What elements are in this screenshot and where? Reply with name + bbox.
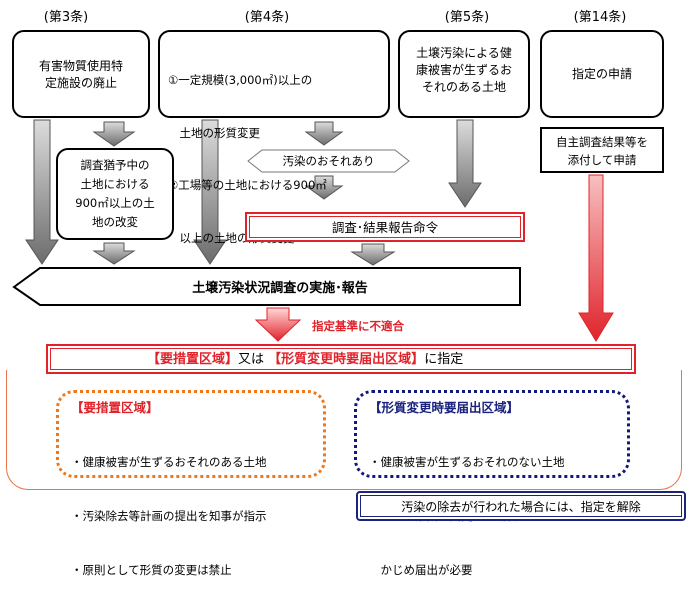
measure-zone-title: 【要措置区域】 bbox=[71, 400, 159, 415]
article-5-line-3: それのある土地 bbox=[421, 80, 506, 94]
nonconform-label: 指定基準に不適合 bbox=[312, 319, 404, 333]
survey-order-box: 調査･結果報告命令 bbox=[245, 212, 525, 242]
designation-tail: に指定 bbox=[424, 352, 464, 367]
arrow-art14-red bbox=[578, 174, 614, 342]
measure-zone-item-2: ・汚染除去等計画の提出を知事が指示 bbox=[71, 509, 267, 523]
arrow-order-down bbox=[350, 243, 396, 266]
arrow-art4-short2 bbox=[304, 175, 344, 200]
implementation-text: 土壌汚染状況調査の実施･報告 bbox=[192, 281, 368, 296]
arrow-art4-long bbox=[193, 119, 227, 265]
notice-zone-title: 【形質変更時要届出区域】 bbox=[369, 400, 520, 415]
designation-bar: 【要措置区域】又は 【形質変更時要届出区域】に指定 bbox=[46, 344, 636, 374]
release-note-text: 汚染の除去が行われた場合には、指定を解除 bbox=[360, 495, 682, 517]
self-survey-box: 自主調査結果等を 添付して申請 bbox=[540, 127, 664, 173]
header-article-5: (第5条) bbox=[444, 10, 490, 25]
suspended-line-4: 地の改変 bbox=[92, 215, 138, 229]
notice-zone-item-1: ・健康被害が生ずるおそれのない土地 bbox=[369, 455, 565, 469]
article-5-line-2: 康被害が生ずるお bbox=[415, 63, 512, 77]
release-note-box: 汚染の除去が行われた場合には、指定を解除 bbox=[356, 491, 686, 521]
article-4-line-3: ②工場等の土地における900㎡ bbox=[168, 178, 327, 192]
diagram-graphics bbox=[12, 119, 614, 342]
arrow-suspended-down bbox=[92, 242, 136, 265]
measure-zone-item-1: ・健康被害が生ずるおそれのある土地 bbox=[71, 455, 267, 469]
article-3-line-2: 定施設の廃止 bbox=[44, 76, 117, 90]
zones-container bbox=[6, 370, 682, 490]
notice-zone-box: 【形質変更時要届出区域】 ・健康被害が生ずるおそれのない土地 ・土地の形質を変更… bbox=[354, 390, 630, 577]
arrow-art3-long bbox=[25, 119, 59, 265]
article-5-box: 土壌汚染による健 康被害が生ずるお それのある土地 bbox=[398, 30, 530, 118]
article-4-line-2: 土地の形質変更 bbox=[168, 125, 260, 140]
article-14-box: 指定の申請 bbox=[540, 30, 664, 118]
contamination-risk-label: 汚染のおそれあり bbox=[282, 154, 375, 168]
notice-zone-item-3: かじめ届出が必要 bbox=[369, 563, 473, 577]
suspended-survey-box: 調査猶予中の 土地における 900㎡以上の土 地の改変 bbox=[56, 148, 174, 240]
header-article-14: (第14条) bbox=[573, 10, 627, 25]
contamination-risk-shape bbox=[247, 149, 410, 173]
header-article-4: (第4条) bbox=[244, 10, 290, 25]
measure-zone-item-3: ・原則として形質の変更は禁止 bbox=[71, 563, 232, 577]
article-14-text: 指定の申請 bbox=[571, 67, 632, 81]
header-article-3: (第3条) bbox=[43, 10, 89, 25]
arrow-art3-short bbox=[92, 121, 136, 147]
arrow-nonconform bbox=[254, 307, 302, 342]
article-4-box: ①一定規模(3,000㎡)以上の 土地の形質変更 ②工場等の土地における900㎡… bbox=[158, 30, 390, 245]
survey-order-text: 調査･結果報告命令 bbox=[249, 216, 521, 238]
article-4-line-1: ①一定規模(3,000㎡)以上の bbox=[168, 73, 313, 87]
designation-zone2: 【形質変更時要届出区域】 bbox=[268, 352, 425, 367]
article-3-line-1: 有害物質使用特 bbox=[38, 59, 123, 73]
measure-zone-box: 【要措置区域】 ・健康被害が生ずるおそれのある土地 ・汚染除去等計画の提出を知事… bbox=[56, 390, 326, 577]
designation-content: 【要措置区域】又は 【形質変更時要届出区域】に指定 bbox=[50, 348, 632, 370]
article-3-box: 有害物質使用特 定施設の廃止 bbox=[12, 30, 150, 118]
article-5-line-1: 土壌汚染による健 bbox=[416, 46, 512, 60]
implementation-bar bbox=[12, 267, 521, 306]
suspended-line-1: 調査猶予中の bbox=[80, 158, 150, 172]
designation-zone1: 【要措置区域】 bbox=[147, 352, 239, 367]
self-survey-line-2: 添付して申請 bbox=[567, 153, 637, 167]
arrow-art5-long bbox=[448, 119, 482, 208]
suspended-line-3: 900㎡以上の土 bbox=[75, 196, 155, 210]
suspended-line-2: 土地における bbox=[80, 177, 150, 191]
designation-or: 又は bbox=[238, 352, 265, 367]
self-survey-line-1: 自主調査結果等を bbox=[556, 135, 648, 149]
arrow-art4-short1 bbox=[304, 121, 344, 146]
